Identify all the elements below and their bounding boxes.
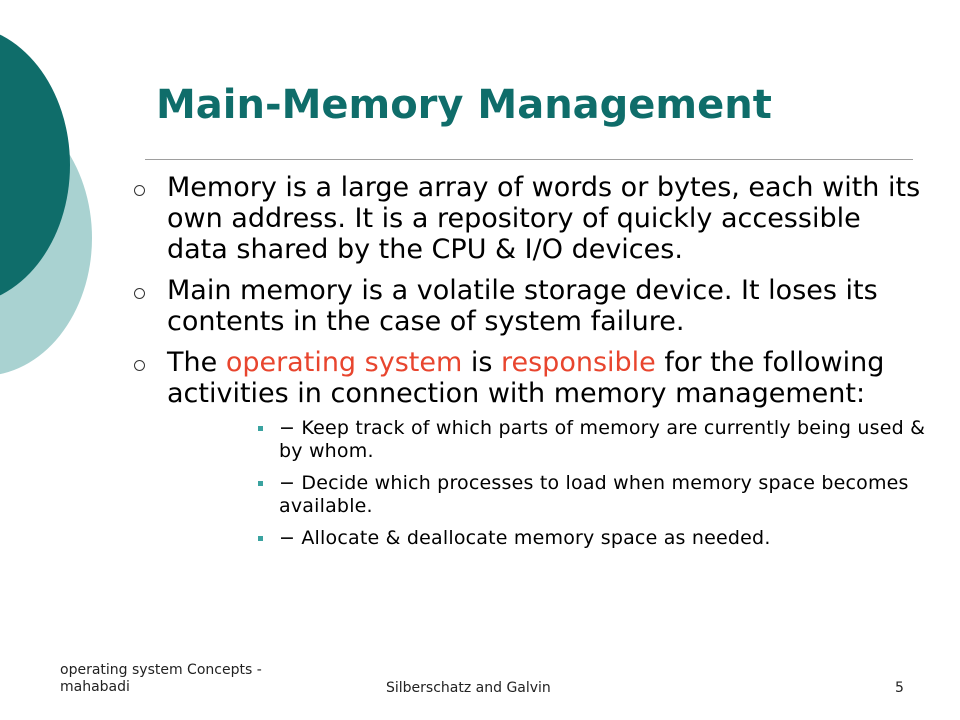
bullet-text: Main memory is a volatile storage device… (167, 275, 878, 337)
footer-course-name: operating system Concepts -mahabadi (60, 662, 262, 695)
sub-bullet-allocate: − Allocate & deallocate memory space as … (255, 527, 930, 550)
sub-bullet-text: − Decide which processes to load when me… (279, 472, 909, 517)
sub-bullet-load-processes: − Decide which processes to load when me… (255, 472, 930, 518)
square-bullet-icon (258, 481, 263, 486)
sub-bullet-text: − Keep track of which parts of memory ar… (279, 417, 926, 462)
slide-title: Main-Memory Management (156, 82, 772, 128)
bullet-memory-array: Memory is a large array of words or byte… (130, 172, 930, 265)
highlight-responsible: responsible (501, 347, 656, 378)
slide-content: Memory is a large array of words or byte… (130, 172, 930, 560)
bullet-text-part3: for the following activities in connecti… (167, 347, 885, 409)
bullet-os-responsibilities: The operating system is responsible for … (130, 347, 930, 550)
hollow-circle-bullet-icon (134, 185, 145, 196)
sub-bullet-text: − Allocate & deallocate memory space as … (279, 527, 771, 549)
sub-bullet-list: − Keep track of which parts of memory ar… (255, 417, 930, 550)
dark-teal-circle (0, 34, 70, 296)
sub-bullet-track-memory: − Keep track of which parts of memory ar… (255, 417, 930, 463)
bullet-text: Memory is a large array of words or byte… (167, 172, 921, 265)
bullet-volatile: Main memory is a volatile storage device… (130, 275, 930, 337)
bullet-text-part2: is (462, 347, 501, 378)
footer-page-number: 5 (895, 680, 904, 696)
title-divider (145, 159, 913, 160)
decorative-shapes (0, 0, 130, 420)
hollow-circle-bullet-icon (134, 360, 145, 371)
bullet-text-part1: The (167, 347, 226, 378)
footer-authors: Silberschatz and Galvin (386, 680, 551, 696)
highlight-operating-system: operating system (225, 347, 463, 378)
square-bullet-icon (258, 426, 263, 431)
hollow-circle-bullet-icon (134, 288, 145, 299)
square-bullet-icon (258, 536, 263, 541)
